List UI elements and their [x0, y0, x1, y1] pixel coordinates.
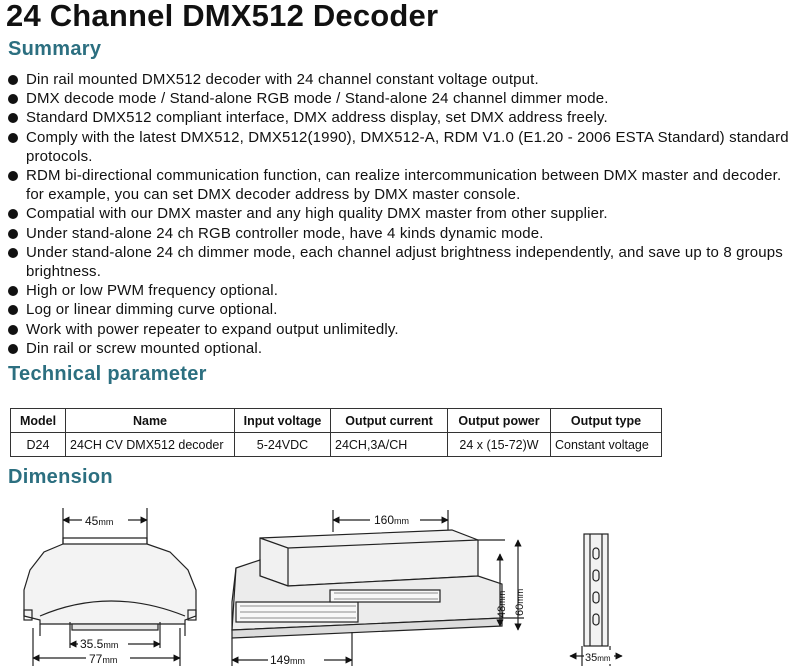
list-item: Din rail mounted DMX512 decoder with 24 … — [8, 70, 798, 89]
list-item: Din rail or screw mounted optional. — [8, 339, 798, 358]
list-item: DMX decode mode / Stand-alone RGB mode /… — [8, 89, 798, 108]
bullet-icon — [8, 75, 18, 85]
front-width-label-bg — [86, 652, 130, 666]
bullet-icon — [8, 209, 18, 220]
side-view-drawing — [231, 510, 524, 666]
bullet-icon — [8, 324, 18, 335]
page-title: 24 Channel DMX512 Decoder — [6, 0, 439, 33]
summary-heading: Summary — [8, 38, 102, 60]
bullet-icon — [8, 343, 18, 354]
column-header: Input voltage — [234, 408, 331, 433]
column-header: Output current — [330, 408, 448, 433]
list-item: Compatial with our DMX master and any hi… — [8, 204, 798, 223]
front-top-dimension-label: 45mm — [85, 514, 113, 528]
front-width-dimension-label: 77mm — [89, 652, 117, 666]
technical-heading: Technical parameter — [8, 363, 207, 385]
rail-width-dimension-label: 35mm — [585, 652, 611, 664]
list-item: High or low PWM frequency optional. — [8, 281, 798, 300]
table-header-row: Model Name Input voltage Output current … — [10, 408, 662, 433]
bullet-icon — [8, 286, 18, 297]
dimension-drawings: 45mm 35.5mm 77mm 160mm 149mm 48mm 60mm — [23, 508, 623, 666]
list-item: Work with power repeater to expand outpu… — [8, 320, 798, 339]
list-item: Standard DMX512 compliant interface, DMX… — [8, 108, 798, 127]
table-cell: D24 — [10, 432, 66, 457]
side-top-dimension-label: 160mm — [374, 513, 409, 527]
table-cell: 5-24VDC — [234, 432, 331, 457]
parameter-table: Model Name Input voltage Output current … — [10, 408, 662, 457]
table-cell: 24 x (15-72)W — [447, 432, 551, 457]
rail-label-bg — [584, 650, 614, 664]
table-cell: 24CH,3A/CH — [330, 432, 448, 457]
dimension-heading: Dimension — [8, 466, 113, 488]
front-view-drawing — [23, 508, 197, 666]
column-header: Name — [65, 408, 235, 433]
bullet-icon — [8, 247, 18, 258]
side-width-label-bg — [268, 653, 324, 666]
front-inner-label-bg — [78, 636, 128, 652]
list-item: RDM bi-directional communication functio… — [8, 166, 798, 204]
side-height-60-label: 60mm — [514, 589, 526, 616]
column-header: Model — [10, 408, 66, 433]
bullet-icon — [8, 132, 18, 143]
summary-list: Din rail mounted DMX512 decoder with 24 … — [8, 70, 798, 358]
bullet-icon — [8, 305, 18, 316]
list-item: Under stand-alone 24 ch dimmer mode, eac… — [8, 243, 798, 281]
table-row: D24 24CH CV DMX512 decoder 5-24VDC 24CH,… — [10, 432, 662, 457]
side-top-label-bg — [370, 512, 420, 528]
bullet-icon — [8, 228, 18, 239]
side-width-dimension-label: 149mm — [270, 653, 305, 666]
table-cell: Constant voltage — [550, 432, 662, 457]
table-cell: 24CH CV DMX512 decoder — [65, 432, 235, 457]
bullet-icon — [8, 94, 18, 105]
column-header: Output power — [447, 408, 551, 433]
column-header: Output type — [550, 408, 662, 433]
list-item: Comply with the latest DMX512, DMX512(19… — [8, 128, 798, 166]
din-rail-drawing — [569, 533, 623, 666]
bullet-icon — [8, 171, 18, 182]
list-item: Log or linear dimming curve optional. — [8, 300, 798, 319]
bullet-icon — [8, 113, 18, 124]
front-inner-dimension-label: 35.5mm — [80, 637, 118, 651]
front-top-label-bg — [82, 511, 128, 529]
side-height-48-label: 48mm — [496, 591, 508, 618]
list-item: Under stand-alone 24 ch RGB controller m… — [8, 224, 798, 243]
